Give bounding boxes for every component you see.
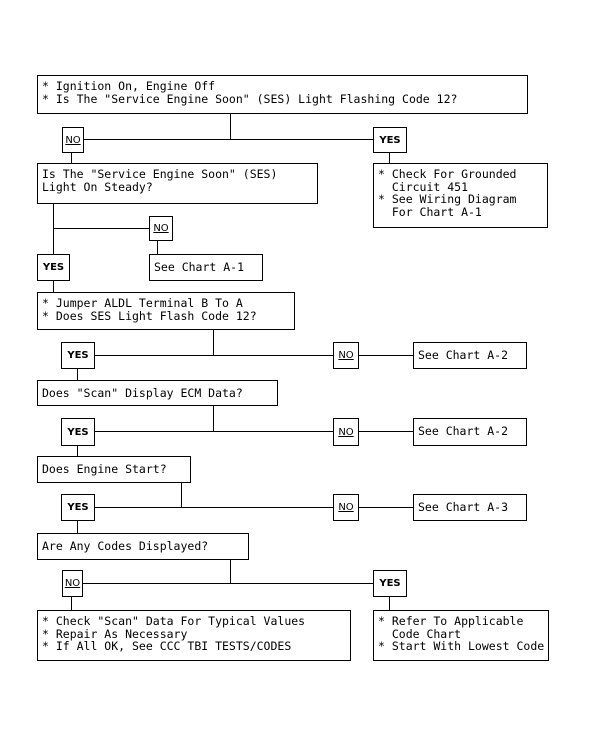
result-line: * Check "Scan" Data For Typical Values <box>42 614 306 628</box>
step6-no-result-box: * Check "Scan" Data For Typical Values* … <box>37 610 351 661</box>
step6-box: Are Any Codes Displayed? <box>37 533 249 560</box>
step6-text: Are Any Codes Displayed? <box>42 539 209 553</box>
step5-yes-label: YES <box>61 494 95 521</box>
step2-no-result-box: See Chart A-1 <box>149 254 263 281</box>
step6-yes-label: YES <box>373 570 407 597</box>
step1-yes-result-box: * Check For Grounded Circuit 451* See Wi… <box>373 163 548 228</box>
yes-text: YES <box>67 502 89 513</box>
result-line: * Check For Grounded <box>378 167 517 181</box>
step3-line: * Jumper ALDL Terminal B To A <box>42 296 243 310</box>
result-text: See Chart A-2 <box>418 348 509 362</box>
step4-text: Does "Scan" Display ECM Data? <box>42 386 243 400</box>
result-line: For Chart A-1 <box>378 204 482 219</box>
step3-line: * Does SES Light Flash Code 12? <box>42 308 257 323</box>
step2-yes-label: YES <box>37 254 70 281</box>
yes-text: YES <box>67 426 89 438</box>
result-line: * Start With Lowest Code <box>378 639 545 653</box>
step4-no-label: NO <box>333 418 359 446</box>
step1-box: * Ignition On, Engine Off* Is The "Servi… <box>37 75 528 114</box>
step4-yes-label: YES <box>61 418 95 446</box>
yes-text: YES <box>42 262 65 273</box>
step5-box: Does Engine Start? <box>37 456 191 483</box>
step1-line: * Ignition On, Engine Off <box>42 79 216 93</box>
step6-yes-result-box: * Refer To Applicable Code Chart* Start … <box>373 610 549 661</box>
result-text: See Chart A-2 <box>418 424 509 438</box>
step3-no-label: NO <box>333 342 359 369</box>
step4-box: Does "Scan" Display ECM Data? <box>37 380 278 406</box>
result-text: See Chart A-1 <box>154 260 245 274</box>
step1-no-label: NO <box>62 127 84 153</box>
result-line: * If All OK, See CCC TBI TESTS/CODES <box>42 639 292 653</box>
step4-no-result-box: See Chart A-2 <box>413 418 527 446</box>
no-text: NO <box>338 502 354 513</box>
step2-box: Is The "Service Engine Soon" (SES)Light … <box>37 163 318 204</box>
step1-yes-label: YES <box>373 127 407 153</box>
yes-text: YES <box>379 134 401 146</box>
step2-line: Is The "Service Engine Soon" (SES) <box>42 167 278 181</box>
result-line: Code Chart <box>378 626 462 641</box>
step3-box: * Jumper ALDL Terminal B To A* Does SES … <box>37 292 295 330</box>
yes-text: YES <box>379 578 401 589</box>
no-text: NO <box>153 223 169 234</box>
step5-text: Does Engine Start? <box>42 462 167 476</box>
yes-text: YES <box>67 350 89 361</box>
no-text: NO <box>338 350 354 361</box>
result-text: See Chart A-3 <box>418 500 509 514</box>
result-line: * Repair As Necessary <box>42 626 188 641</box>
step1-line: * Is The "Service Engine Soon" (SES) Lig… <box>42 91 458 106</box>
step5-no-result-box: See Chart A-3 <box>413 494 527 521</box>
no-text: NO <box>64 578 81 589</box>
no-text: NO <box>65 134 81 146</box>
step2-no-label: NO <box>149 216 173 241</box>
result-line: Circuit 451 <box>378 179 469 194</box>
no-text: NO <box>338 426 354 438</box>
step3-no-result-box: See Chart A-2 <box>413 342 527 369</box>
step2-line: Light On Steady? <box>42 179 153 194</box>
result-line: * See Wiring Diagram <box>378 192 517 206</box>
step3-yes-label: YES <box>61 342 95 369</box>
result-line: * Refer To Applicable <box>378 614 524 628</box>
step5-no-label: NO <box>333 494 359 521</box>
step6-no-label: NO <box>62 570 83 597</box>
